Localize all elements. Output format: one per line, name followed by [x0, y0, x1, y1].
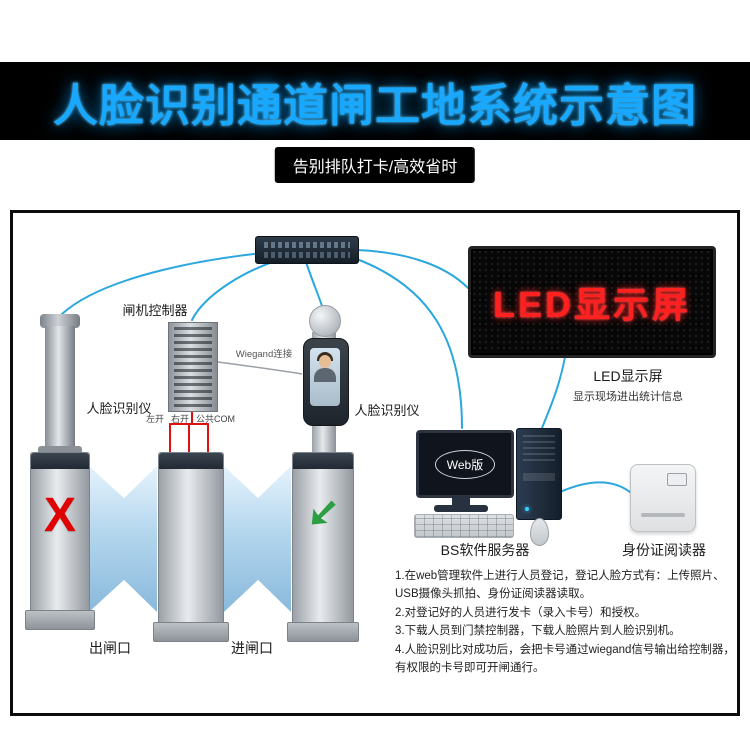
monitor-stand — [452, 496, 470, 505]
switch-ports-row2 — [264, 252, 350, 258]
face-body-icon — [314, 368, 336, 382]
led-display-sublabel: 显示现场进出统计信息 — [573, 391, 683, 403]
wiegand-label: Wiegand连接 — [235, 349, 293, 360]
wire-left-label: 左开 — [146, 414, 165, 424]
keyboard-icon — [414, 514, 514, 538]
entry-arrow-icon: ➘ — [306, 491, 340, 535]
right-face-label: 人脸识别仪 — [354, 403, 420, 418]
turnstile-cabinet-right — [292, 452, 354, 628]
gate-controller-icon — [168, 322, 218, 412]
pole-light-icon — [309, 305, 341, 337]
server-tower-icon — [516, 428, 562, 520]
page-title: 人脸识别通道闸工地系统示意图 — [52, 79, 697, 131]
monitor-base — [434, 505, 488, 512]
server-label: BS软件服务器 — [440, 542, 530, 558]
cabinet-base — [25, 610, 95, 630]
cabinet-reader-panel — [31, 453, 89, 469]
reader-screen — [667, 473, 687, 486]
network-switch-icon — [255, 236, 359, 264]
left-pole-icon — [45, 326, 75, 448]
led-display-label: LED显示屏 — [593, 368, 663, 384]
reader-card-slot — [641, 513, 685, 517]
step-item: 2.对登记好的人员进行发卡（录入卡号）和授权。 — [395, 606, 647, 619]
led-display-icon: LED显示屏 — [468, 246, 716, 358]
idcard-reader-label: 身份证阅读器 — [622, 542, 706, 558]
face-head-icon — [319, 355, 331, 368]
step-item: 4.人脸识别比对成功后，会把卡号通过wiegand信号输出给控制器，有权限的卡号… — [395, 644, 735, 675]
exit-x-icon: X — [43, 489, 76, 542]
cabinet-base — [287, 622, 359, 642]
wire-labels: 左开 右开 公共COM — [146, 412, 256, 425]
wire-right-label: 右开 — [171, 414, 190, 424]
led-panel-text: LED显示屏 — [492, 284, 691, 325]
monitor-icon: Web版 — [416, 430, 514, 498]
rack-stripes — [174, 327, 212, 407]
turnstile-cabinet-middle — [158, 452, 224, 628]
left-pole-foot-icon — [38, 446, 82, 456]
web-screen-text: Web版 — [434, 449, 496, 479]
step-item: 1.在web管理软件上进行人员登记，登记人脸方式有：上传照片、USB摄像头抓拍、… — [395, 570, 725, 600]
mouse-icon — [530, 518, 549, 546]
tower-vents — [523, 435, 555, 461]
idcard-reader-icon — [630, 464, 696, 532]
title-banner: 人脸识别通道闸工地系统示意图 — [0, 62, 750, 140]
gate-controller-label: 闸机控制器 — [122, 303, 188, 318]
exit-gate-label: 出闸口 — [89, 640, 131, 656]
entry-gate-label: 进闸口 — [231, 640, 273, 656]
cabinet-base — [153, 622, 229, 642]
left-face-label: 人脸识别仪 — [86, 401, 152, 416]
left-pole-cap-icon — [40, 314, 80, 328]
tower-drive-bay — [523, 473, 555, 481]
cabinet-reader-panel — [293, 453, 353, 469]
switch-ports-row1 — [264, 242, 350, 248]
steps-list: 1.在web管理软件上进行人员登记，登记人脸方式有：上传照片、USB摄像头抓拍、… — [395, 568, 740, 679]
step-item: 3.下载人员到门禁控制器，下载人脸照片到人脸识别机。 — [395, 625, 681, 638]
tower-power-led — [525, 507, 529, 511]
wire-com-label: 公共COM — [196, 414, 236, 424]
cabinet-reader-panel — [159, 453, 223, 469]
subtitle-badge: 告别排队打卡/高效省时 — [274, 147, 476, 183]
turnstile-cabinet-left — [30, 452, 90, 616]
